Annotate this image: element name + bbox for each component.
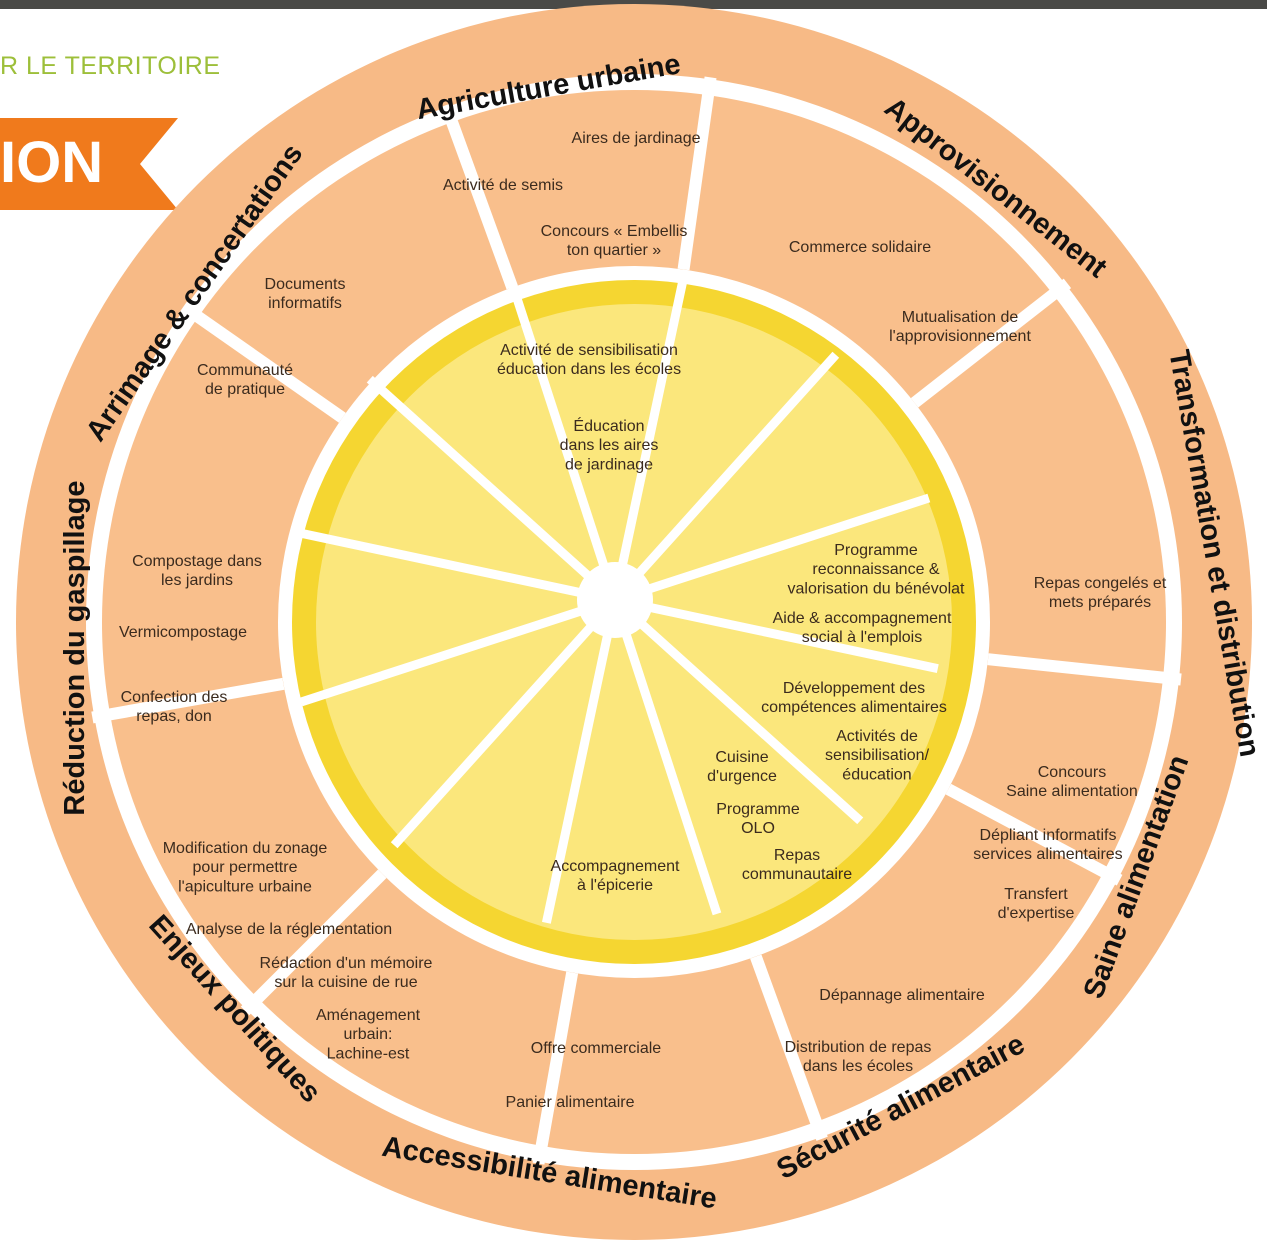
outer-item-accessibilite: Panier alimentaire (506, 1094, 635, 1111)
outer-divider (91, 677, 285, 724)
inner-dividers (291, 276, 939, 924)
outer-item-approvisionnement: Commerce solidaire (789, 239, 931, 256)
inner-divider (619, 627, 722, 916)
outer-divider (532, 971, 579, 1165)
outer-item-enjeux: Analyse de la réglementation (186, 921, 392, 938)
inner-divider (299, 604, 588, 707)
outer-item-agriculture: Activité de semis (443, 177, 563, 194)
inner-divider (291, 526, 587, 599)
inner-divider (390, 619, 599, 849)
inner-divider (634, 616, 864, 825)
outer-divider (677, 76, 717, 271)
inner-divider (508, 284, 611, 573)
header-text: R LE TERRITOIRE (0, 52, 221, 80)
outer-item-accessibilite: Offre commerciale (531, 1040, 662, 1057)
title-banner (0, 118, 178, 210)
outer-item-securite: Dépannage alimentaire (819, 987, 985, 1004)
inner-divider (616, 276, 689, 572)
inner-divider (631, 351, 840, 581)
outer-divider (987, 653, 1182, 686)
outer-item-agriculture: Aires de jardinage (572, 130, 701, 147)
outer-divider (945, 783, 1123, 886)
outer-dividers (91, 76, 1182, 1165)
inner-divider (541, 628, 614, 924)
outer-divider (180, 301, 346, 423)
inner-divider (366, 375, 596, 584)
banner-shape (0, 118, 178, 210)
outer-item-reduction: Vermicompostage (119, 624, 247, 641)
banner-text: ION (0, 130, 104, 195)
inner-divider (643, 601, 939, 674)
category-reduction: Réduction du gaspillage (59, 480, 91, 815)
outer-divider (910, 278, 1072, 408)
center-core (577, 562, 653, 638)
outer-divider (240, 869, 387, 1016)
outer-divider (750, 954, 828, 1141)
inner-divider (642, 493, 931, 596)
outer-divider (440, 103, 518, 290)
